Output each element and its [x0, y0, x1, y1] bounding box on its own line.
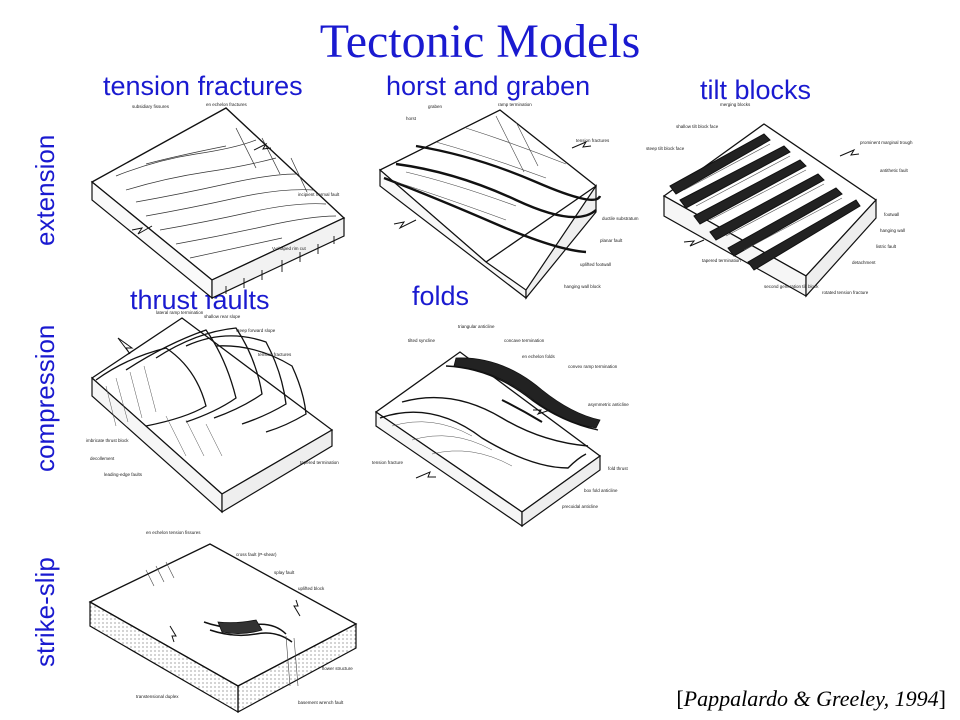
annotation: flower structure — [322, 666, 353, 671]
annotation: asymmetric anticline — [588, 402, 629, 407]
annotation: precoidal anticline — [562, 504, 599, 509]
annotation: uplifted footwall — [580, 262, 611, 267]
row-label-strike-slip: strike-slip — [30, 557, 60, 667]
annotation: planar fault — [600, 238, 623, 243]
annotation: uplifted block — [298, 586, 325, 591]
annotation: box fold anticline — [584, 488, 618, 493]
citation: [Pappalardo & Greeley, 1994] — [676, 686, 946, 712]
row-label-compression: compression — [30, 324, 60, 472]
annotation: tension fractures — [576, 138, 610, 143]
annotation: tapered termination — [702, 258, 741, 263]
annotation: cross fault (P-shear) — [236, 552, 277, 557]
annotation: antithetic fault — [880, 168, 909, 173]
annotation: concave termination — [504, 338, 545, 343]
annotation: incipient normal fault — [298, 192, 340, 197]
annotation: triangular anticline — [458, 324, 495, 329]
annotation: en echelon tension fissures — [146, 530, 201, 535]
annotation: fold thrust — [608, 466, 629, 471]
annotation: shallow tilt block face — [676, 124, 719, 129]
label-thrust-faults: thrust faults — [130, 285, 270, 315]
annotation: rotated tension fracture — [822, 290, 869, 295]
annotation: merging blocks — [720, 102, 751, 107]
annotation: shallow rear slope — [204, 314, 241, 319]
annotation: decollement — [90, 456, 115, 461]
strike-slip-diagram: en echelon tension fissures cross fault … — [86, 526, 366, 714]
row-label-extension: extension — [30, 134, 60, 246]
annotation: imbricate thrust block — [86, 438, 129, 443]
annotation: hanging wall — [880, 228, 905, 233]
page-title: Tectonic Models — [319, 15, 641, 68]
annotation: basement wrench fault — [298, 700, 344, 705]
citation-close-bracket: ] — [938, 686, 946, 711]
citation-text: Pappalardo & Greeley, 1994 — [683, 686, 939, 711]
label-tilt-blocks: tilt blocks — [700, 75, 812, 105]
annotation: tension fracture — [372, 460, 404, 465]
folds-diagram: triangular anticline tilted syncline con… — [372, 318, 644, 528]
annotation: steep forward slope — [236, 328, 276, 333]
annotation: horst — [406, 116, 417, 121]
tilt-blocks-diagram: merging blocks shallow tilt block face s… — [644, 100, 944, 300]
annotation: subsidiary fissures — [132, 104, 170, 109]
annotation: en echelon folds — [522, 354, 556, 359]
annotation: tilted syncline — [408, 338, 436, 343]
annotation: tapered termination — [300, 460, 339, 465]
annotation: steep tilt block face — [646, 146, 685, 151]
annotation: lateral ramp termination — [156, 310, 204, 315]
label-folds: folds — [412, 281, 470, 311]
label-horst-and-graben: horst and graben — [386, 71, 591, 101]
annotation: splay fault — [274, 570, 295, 575]
annotation: graben — [428, 104, 443, 109]
annotation: listric fault — [876, 244, 897, 249]
annotation: transtensional duplex — [136, 694, 179, 699]
tension-fractures-diagram: subsidiary fissures en echelon fractures… — [86, 98, 348, 300]
annotation: prominent marginal trough — [860, 140, 913, 145]
thrust-faults-diagram: lateral ramp termination shallow rear sl… — [86, 308, 340, 518]
annotation: hanging wall block — [564, 284, 602, 289]
label-tension-fractures: tension fractures — [103, 71, 303, 101]
annotation: ramp termination — [498, 102, 532, 107]
citation-open-bracket: [ — [676, 686, 684, 711]
annotation: en echelon fractures — [206, 102, 248, 107]
annotation: footwall — [884, 212, 899, 217]
horst-and-graben-diagram: horst graben ramp termination tension fr… — [376, 102, 639, 300]
annotation: ductile substratum — [602, 216, 639, 221]
annotation: V-shaped rim cut — [272, 246, 307, 251]
annotation: tension fractures — [258, 352, 292, 357]
annotation: convex ramp termination — [568, 364, 618, 369]
annotation: detachment — [852, 260, 876, 265]
annotation: second generation tilt block — [764, 284, 819, 289]
annotation: leading-edge faults — [104, 472, 143, 477]
